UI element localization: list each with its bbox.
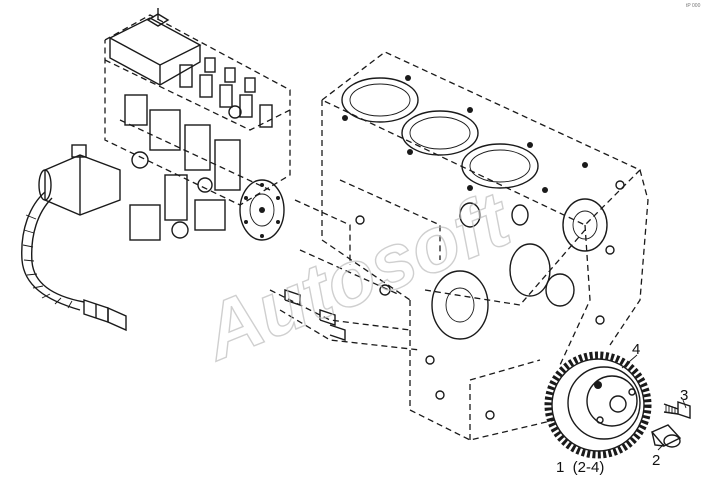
bolt xyxy=(663,401,691,419)
injection-pump xyxy=(21,8,291,332)
timing-gear xyxy=(544,351,652,459)
engine-block xyxy=(269,51,649,441)
corner-code: tP 000 xyxy=(686,3,701,9)
leader-line-4 xyxy=(621,354,638,369)
leader-line-2 xyxy=(657,443,665,451)
callout-4: 4 xyxy=(632,341,640,358)
callout-2: 2 xyxy=(652,452,660,469)
bushing xyxy=(650,424,682,448)
callout-3: 3 xyxy=(680,387,688,404)
callout-1: 1 (2-4) xyxy=(556,459,604,476)
leader-line-3 xyxy=(682,399,687,409)
